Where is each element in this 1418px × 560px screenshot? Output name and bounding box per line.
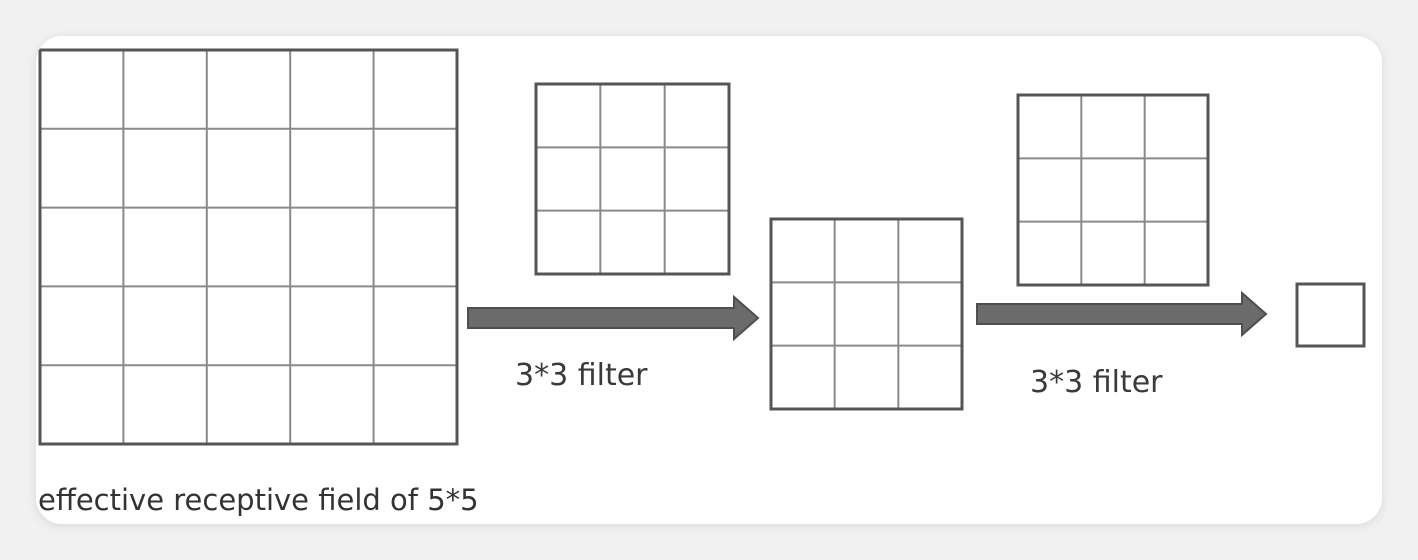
filter-label-2: 3*3 filter [1030,365,1163,400]
grid-border [1295,282,1366,348]
receptive-field-diagram [38,48,1366,446]
filter-grid-2-3x3 [1016,93,1210,287]
diagram-card: 3*3 filter 3*3 filter effective receptiv… [36,36,1382,524]
filter-label-1: 3*3 filter [515,358,648,393]
grid-border [769,217,964,411]
receptive-field-caption: effective receptive field of 5*5 [38,483,479,517]
arrow-1 [467,294,760,342]
grid-border [1016,93,1210,287]
grids-layer [38,48,1366,446]
grid-border [534,82,731,276]
filter-grid-1-3x3 [534,82,731,276]
output-cell-1x1 [1295,282,1366,348]
intermediate-grid-3x3 [769,217,964,411]
grid-border [38,48,459,446]
input-grid-5x5 [38,48,459,446]
arrow-2 [976,290,1268,338]
